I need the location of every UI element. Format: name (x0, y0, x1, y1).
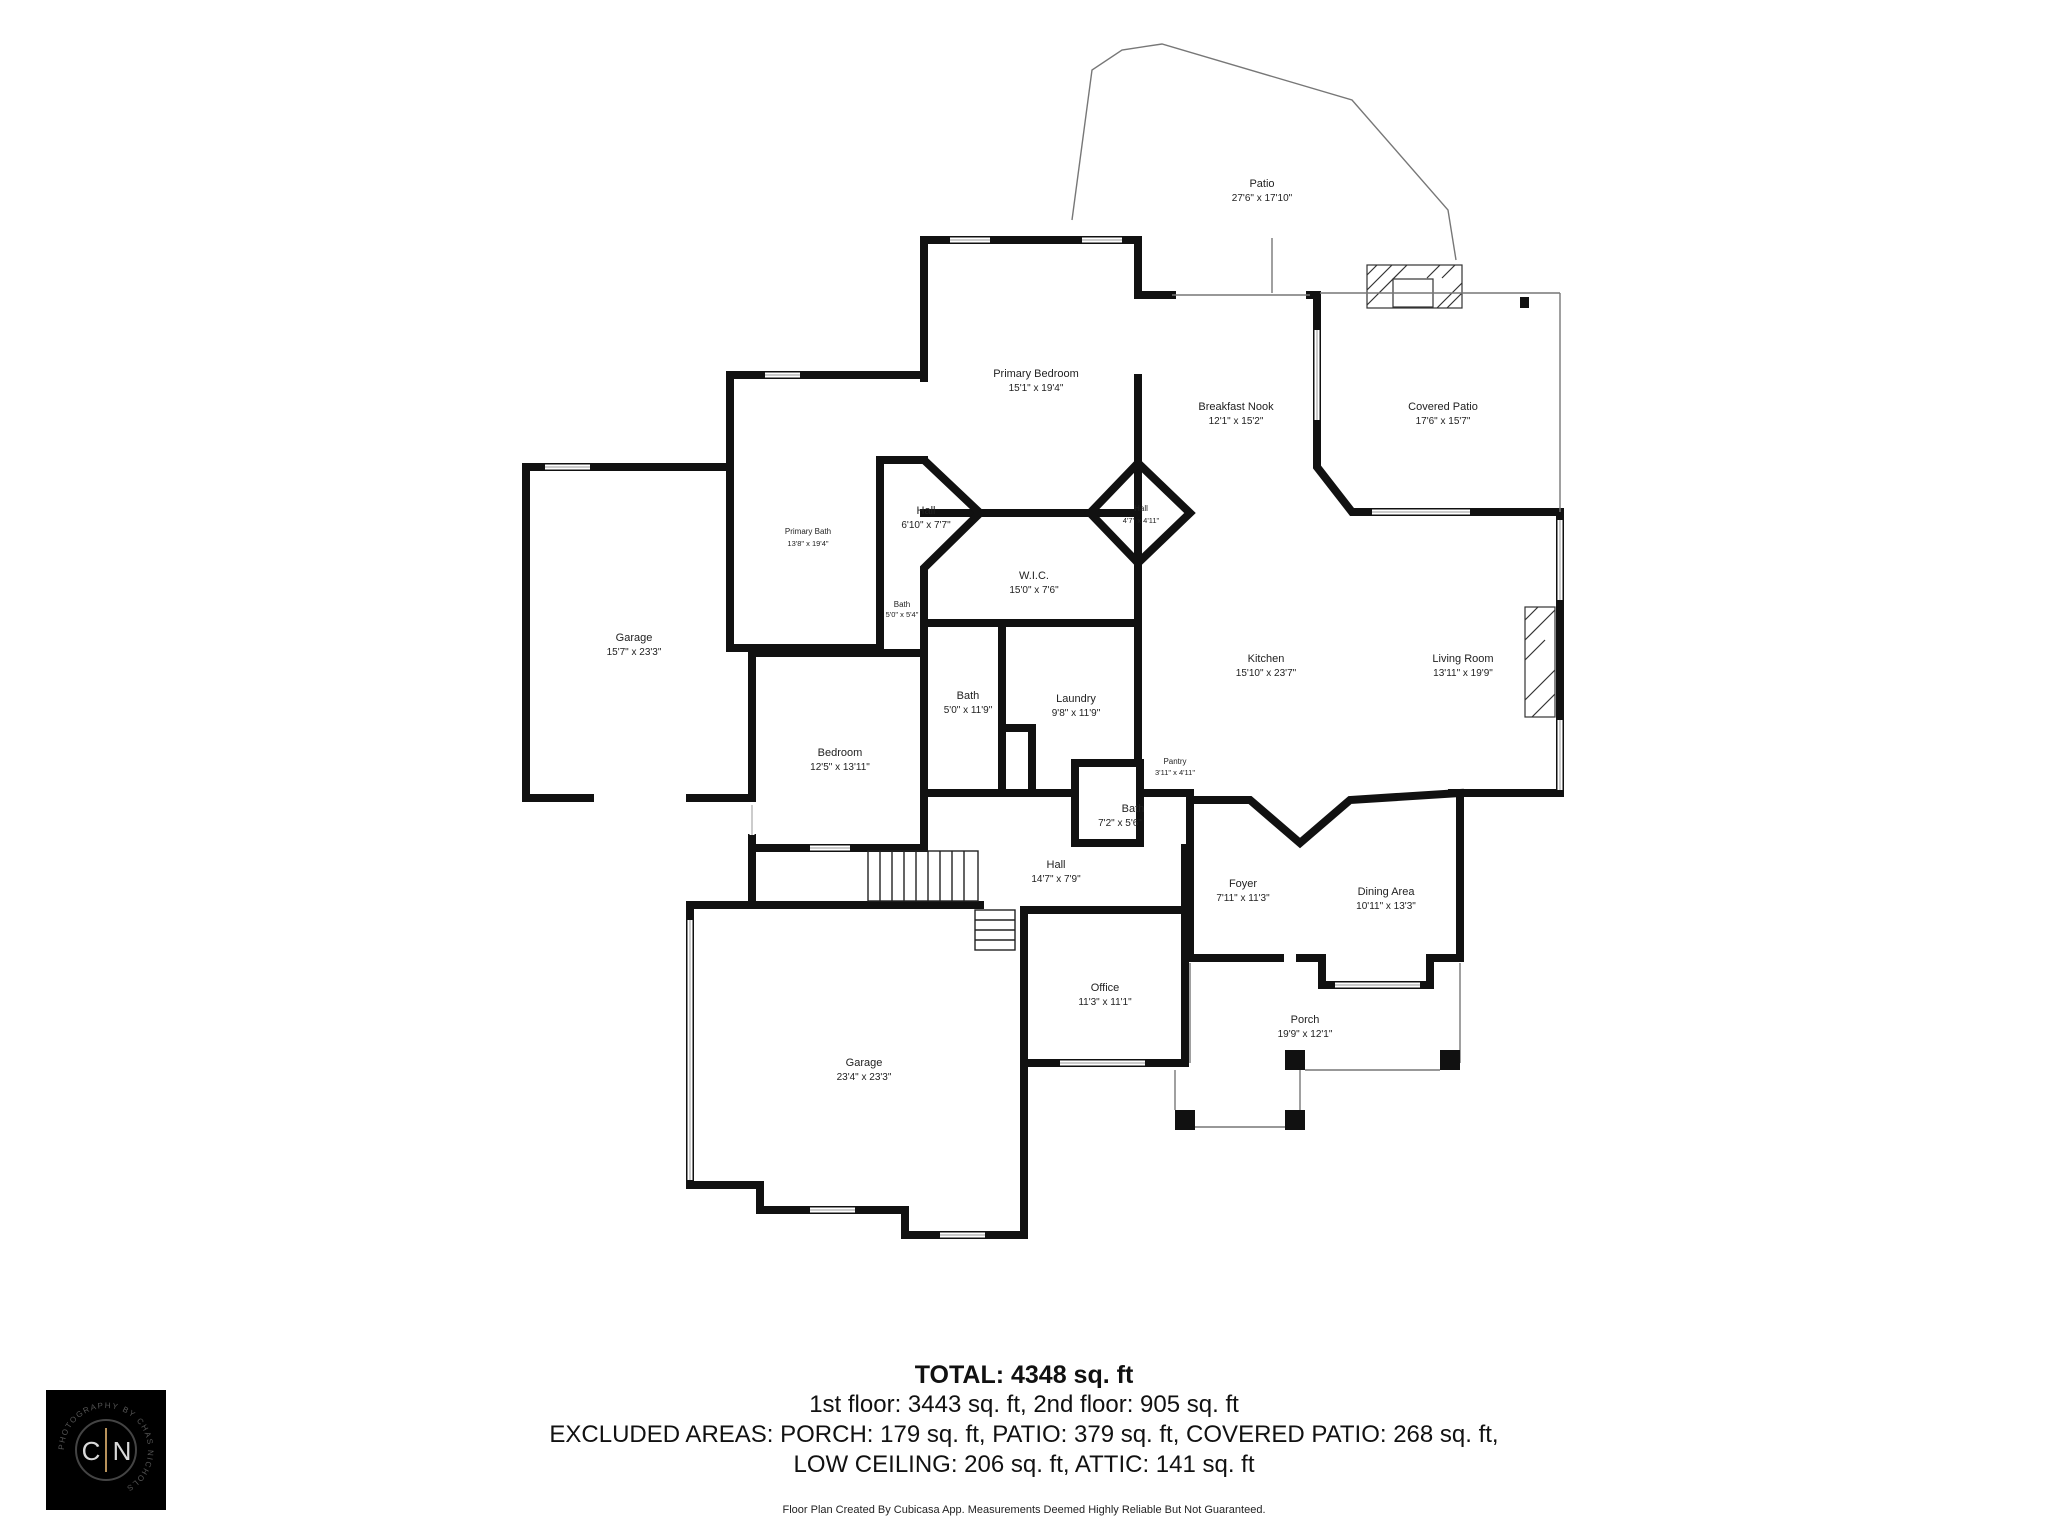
room-name-breakfast-nook: Breakfast Nook (1198, 401, 1274, 413)
room-dims-primary-bath: 13'8" x 19'4" (787, 539, 828, 548)
room-name-garage-main: Garage (846, 1057, 883, 1069)
photographer-logo: C N PHOTOGRAPHY BY CHAS NICHOLS (46, 1390, 166, 1510)
total-area: TOTAL: 4348 sq. ft (914, 1361, 1134, 1389)
room-name-office: Office (1091, 982, 1120, 994)
room-dims-garage-left: 15'7" x 23'3" (607, 647, 662, 658)
room-dims-wic: 15'0" x 7'6" (1009, 585, 1059, 596)
room-dims-primary-bedroom: 15'1" x 19'4" (1009, 383, 1064, 394)
room-dims-living-room: 13'11" x 19'9" (1433, 668, 1493, 679)
room-dims-hall-2: 4'7" x 4'11" (1123, 516, 1160, 525)
room-name-laundry: Laundry (1056, 693, 1096, 705)
room-name-foyer: Foyer (1229, 878, 1257, 890)
disclaimer: Floor Plan Created By Cubicasa App. Meas… (782, 1504, 1266, 1516)
staircase (867, 850, 1016, 951)
room-dims-garage-main: 23'4" x 23'3" (837, 1072, 892, 1083)
room-name-primary-bath: Primary Bath (785, 527, 831, 536)
windows (545, 237, 1563, 1238)
room-name-hall-1: Hall (917, 505, 936, 517)
room-name-porch: Porch (1291, 1014, 1320, 1026)
excluded-areas: EXCLUDED AREAS: PORCH: 179 sq. ft, PATIO… (549, 1421, 1499, 1448)
room-dims-hall-3: 14'7" x 7'9" (1031, 874, 1081, 885)
logo-initial-n: N (113, 1436, 132, 1466)
room-name-garage-left: Garage (616, 632, 653, 644)
logo-initial-c: C (82, 1436, 101, 1466)
room-name-bath-2: Bath (957, 690, 980, 702)
room-name-bath-small: Bath (894, 600, 910, 609)
room-name-primary-bedroom: Primary Bedroom (993, 368, 1079, 380)
room-name-bedroom: Bedroom (818, 747, 863, 759)
outdoor-fireplace (1366, 264, 1463, 309)
floor-areas: 1st floor: 3443 sq. ft, 2nd floor: 905 s… (809, 1391, 1239, 1418)
room-name-wic: W.I.C. (1019, 570, 1049, 582)
room-dims-covered-patio: 17'6" x 15'7" (1416, 416, 1471, 427)
room-dims-foyer: 7'11" x 11'3" (1216, 893, 1270, 904)
room-name-hall-3: Hall (1047, 859, 1066, 871)
room-dims-hall-1: 6'10" x 7'7" (901, 520, 951, 531)
room-name-covered-patio: Covered Patio (1408, 401, 1478, 413)
room-dims-kitchen: 15'10" x 23'7" (1236, 668, 1297, 679)
room-dims-office: 11'3" x 11'1" (1078, 997, 1132, 1008)
walls (522, 236, 1564, 1239)
room-name-pantry: Pantry (1163, 757, 1186, 766)
porch-structure (1174, 963, 1461, 1130)
room-dims-laundry: 9'8" x 11'9" (1052, 708, 1101, 719)
room-labels: Patio 27'6" x 17'10" Primary Bedroom 15'… (607, 178, 1494, 1083)
room-dims-breakfast-nook: 12'1" x 15'2" (1209, 416, 1264, 427)
room-name-patio: Patio (1249, 178, 1274, 190)
room-dims-bath-2: 5'0" x 11'9" (944, 705, 993, 716)
room-dims-pantry: 3'11" x 4'11" (1155, 768, 1195, 777)
room-name-hall-2: Hall (1134, 504, 1148, 513)
room-dims-bath-small: 5'0" x 5'4" (886, 610, 919, 619)
patio-outline (1071, 43, 1457, 261)
room-dims-porch: 19'9" x 12'1" (1278, 1029, 1333, 1040)
room-name-kitchen: Kitchen (1248, 653, 1285, 665)
fireplace (1524, 606, 1556, 718)
room-name-dining-area: Dining Area (1358, 886, 1416, 898)
area-summary: TOTAL: 4348 sq. ft 1st floor: 3443 sq. f… (0, 1360, 2048, 1480)
room-dims-bedroom: 12'5" x 13'11" (810, 762, 870, 773)
room-dims-bath-3: 7'2" x 5'6" (1098, 818, 1142, 829)
room-dims-dining-area: 10'11" x 13'3" (1356, 901, 1416, 912)
room-name-bath-3: Bath (1122, 803, 1145, 815)
excluded-areas-continued: LOW CEILING: 206 sq. ft, ATTIC: 141 sq. … (793, 1451, 1255, 1478)
room-name-living-room: Living Room (1432, 653, 1493, 665)
room-dims-patio: 27'6" x 17'10" (1232, 193, 1293, 204)
